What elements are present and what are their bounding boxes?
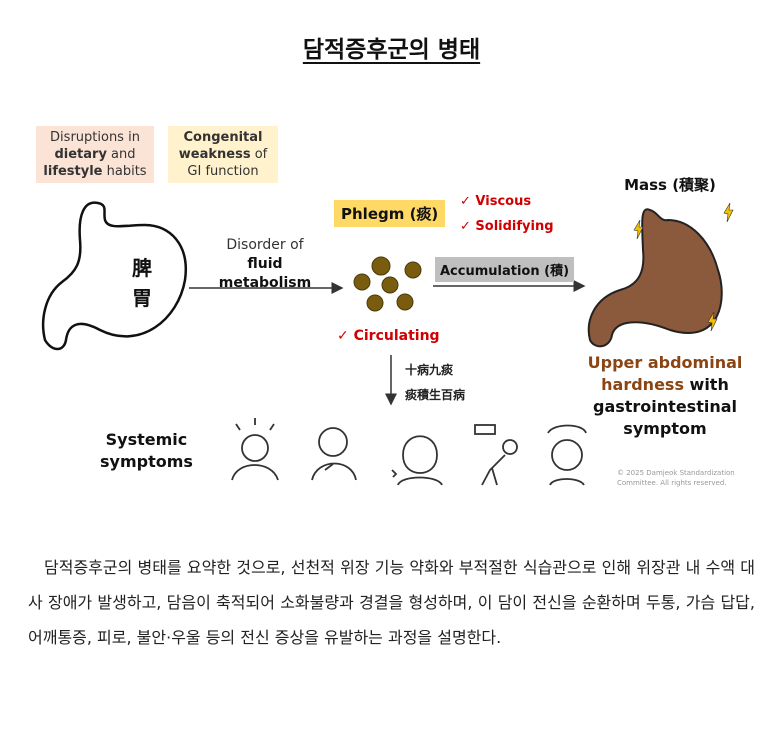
accumulation-label: Accumulation (積) (435, 257, 575, 282)
headache-icon (231, 418, 279, 481)
lightning-icon (633, 202, 734, 332)
fatigue-icon (474, 424, 518, 486)
page-title: 담적증후군의 병태 (302, 37, 481, 63)
mass-label: Mass (積聚) (624, 176, 716, 194)
phlegm-dots-icon (353, 256, 422, 312)
chest-pain-icon (311, 427, 357, 481)
mass-stomach-icon (587, 208, 723, 348)
cause-box-diet: Disruptions in dietary and lifestyle hab… (36, 126, 154, 183)
description-paragraph: 담적증후군의 병태를 요약한 것으로, 선천적 위장 기능 약화와 부적절한 식… (28, 558, 755, 647)
property-circulating: ✓ Circulating (337, 328, 440, 344)
sayings: 十病九痰痰積生百病 (405, 363, 466, 402)
cause-box-congenital: Congenital weakness of GI function (168, 126, 278, 183)
property-solidifying: ✓ Solidifying (460, 219, 554, 234)
outcome-text: Upper abdominal hardness with gastrointe… (587, 353, 743, 438)
diagram-graphics (41, 201, 734, 486)
stomach-label: 脾胃 (132, 256, 152, 310)
stomach-outline-icon (41, 201, 188, 351)
arrow-label-fluid: Disorder of fluid metabolism (218, 237, 312, 291)
anxiety-icon (547, 424, 587, 486)
phlegm-label: Phlegm (痰) (334, 200, 446, 227)
property-viscous: ✓ Viscous (460, 194, 532, 209)
shoulder-pain-icon (391, 435, 443, 486)
